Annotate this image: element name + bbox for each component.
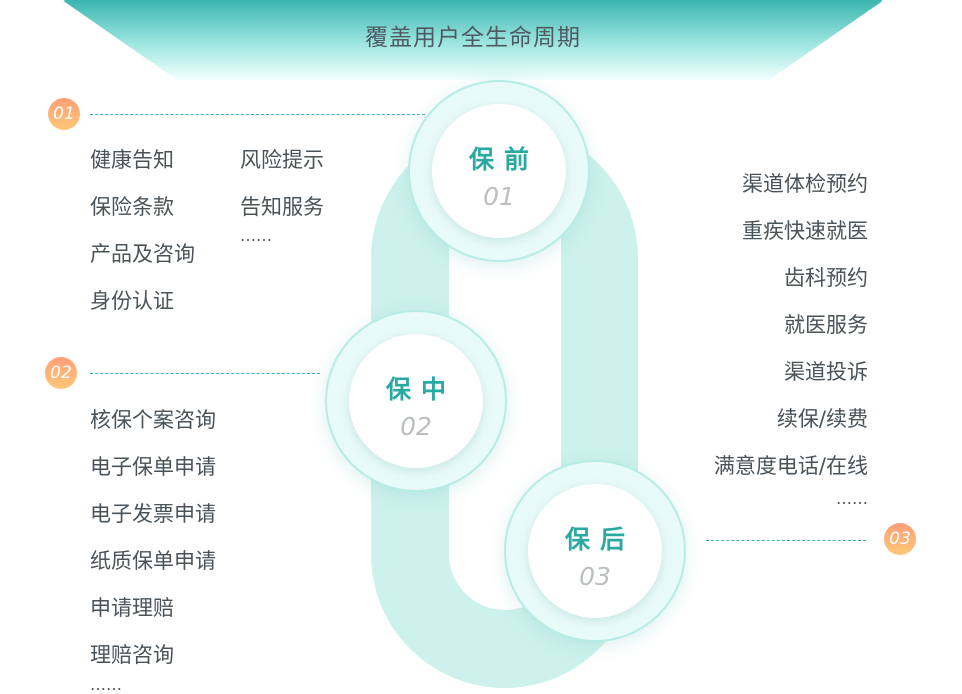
list-item: 身份认证	[90, 289, 174, 313]
list-item: 核保个案咨询	[90, 408, 216, 432]
list-item: 纸质保单申请	[90, 549, 216, 573]
page-title: 覆盖用户全生命周期	[365, 25, 581, 51]
dashed-connector	[706, 540, 866, 541]
list-item: ……	[90, 675, 122, 694]
list-item: 理赔咨询	[90, 643, 174, 667]
stage-mid: 保中 02	[325, 310, 507, 492]
list-item: 满意度电话/在线	[713, 454, 868, 478]
list-item: 保险条款	[90, 195, 174, 219]
stage-name: 保后	[564, 525, 635, 554]
stage-pre: 保前 01	[408, 80, 590, 262]
list-item: ……	[240, 226, 272, 245]
list-item: 电子发票申请	[90, 502, 216, 526]
dashed-connector	[90, 373, 320, 374]
stage-number: 03	[579, 562, 611, 591]
stage-number: 01	[483, 182, 515, 211]
list-item: 渠道体检预约	[742, 172, 868, 196]
list-item: 电子保单申请	[90, 455, 216, 479]
list-item: 健康告知	[90, 148, 174, 172]
list-item: 风险提示	[240, 148, 324, 172]
stage-name: 保前	[468, 145, 539, 174]
list-item: 续保/续费	[776, 407, 868, 431]
list-item: 渠道投诉	[784, 360, 868, 384]
stage-post: 保后 03	[504, 460, 686, 642]
list-item: 齿科预约	[784, 266, 868, 290]
title-banner: 覆盖用户全生命周期	[62, 0, 884, 80]
dashed-connector	[90, 114, 425, 115]
stage-name: 保中	[385, 375, 456, 404]
badge-01: 01	[48, 98, 80, 130]
badge-02: 02	[45, 357, 77, 389]
list-item: 产品及咨询	[90, 242, 195, 266]
stage-number: 02	[400, 412, 432, 441]
list-item: 就医服务	[784, 313, 868, 337]
list-item: ……	[836, 489, 868, 508]
list-item: 申请理赔	[90, 596, 174, 620]
list-item: 重疾快速就医	[742, 219, 868, 243]
list-item: 告知服务	[240, 195, 324, 219]
badge-03: 03	[884, 523, 916, 555]
